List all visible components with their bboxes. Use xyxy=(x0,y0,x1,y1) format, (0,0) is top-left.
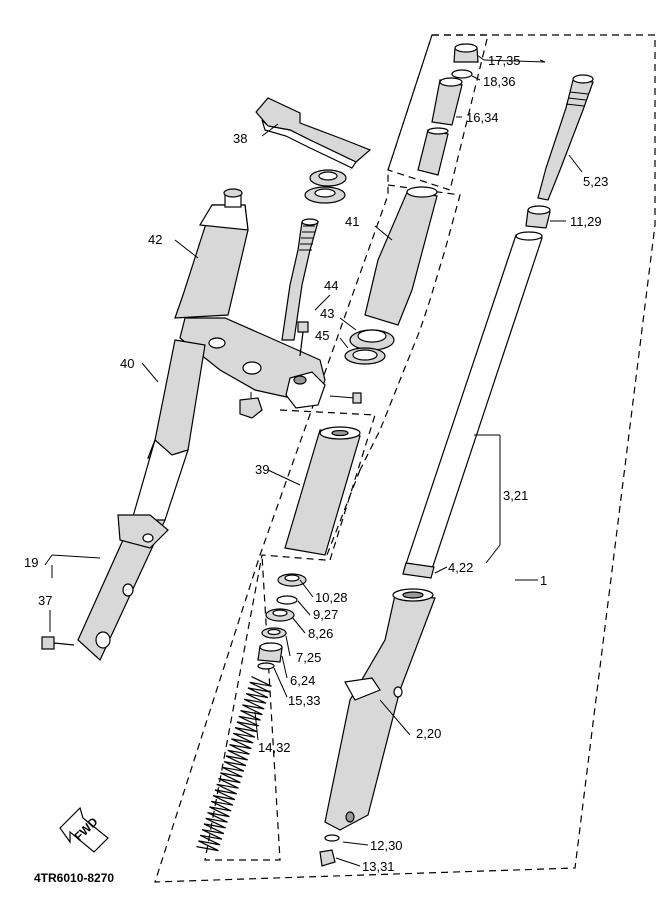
callout-44: 44 xyxy=(324,278,338,293)
group-boundary-cap-parts xyxy=(387,34,489,191)
part-10-dust-seal xyxy=(277,573,307,587)
part-16-spacer-lower xyxy=(417,127,449,176)
pinch-bolt-small xyxy=(329,392,362,404)
callout-40: 40 xyxy=(120,356,134,371)
steering-stem-bolt xyxy=(239,392,263,419)
part-2-outer-tube xyxy=(324,588,436,831)
callout-7-25: 7,25 xyxy=(296,650,321,665)
callout-2-20: 2,20 xyxy=(416,726,441,741)
part-45-washer xyxy=(344,347,386,365)
lower-bracket xyxy=(179,317,326,409)
part-18-o-ring xyxy=(451,69,473,79)
part-4-slide-bushing xyxy=(402,562,435,579)
callout-13-31: 13,31 xyxy=(362,859,395,874)
callout-17-35: 17,35 xyxy=(488,53,521,68)
part-38-bracket xyxy=(255,97,372,169)
callout-15-33: 15,33 xyxy=(288,693,321,708)
callout-14-32: 14,32 xyxy=(258,740,291,755)
part-7-washer xyxy=(261,627,287,639)
group-boundary-steering xyxy=(279,409,376,561)
part-41-cover xyxy=(364,186,438,326)
callout-16-34: 16,34 xyxy=(466,110,499,125)
bearing-race-upper xyxy=(304,169,347,204)
part-14-fork-spring xyxy=(196,676,272,852)
callout-1: 1 xyxy=(540,573,547,588)
part-3-inner-tube xyxy=(403,231,543,576)
callout-41: 41 xyxy=(345,214,359,229)
callout-12-30: 12,30 xyxy=(370,838,403,853)
callout-11-29: 11,29 xyxy=(570,214,602,229)
callout-10-28: 10,28 xyxy=(315,590,348,605)
callout-6-24: 6,24 xyxy=(290,673,315,688)
part-42-cover-left xyxy=(174,188,249,319)
callout-19: 19 xyxy=(24,555,38,570)
part-12-washer xyxy=(324,834,340,842)
part-8-oil-seal xyxy=(265,608,295,622)
group-boundary-upper-tube-dash xyxy=(359,184,461,471)
callout-45: 45 xyxy=(315,328,329,343)
group-boundary-inner-parts xyxy=(204,469,361,861)
part-15-ring xyxy=(257,662,275,670)
callout-5-23: 5,23 xyxy=(583,174,608,189)
part-9-clip xyxy=(276,595,298,605)
part-13-bolt xyxy=(319,849,336,867)
part-43-ring-nut xyxy=(349,329,395,351)
callout-38: 38 xyxy=(233,131,247,146)
part-44-bolt xyxy=(297,321,309,357)
callout-43: 43 xyxy=(320,306,334,321)
part-6-bushing xyxy=(257,642,283,663)
leader-lines xyxy=(44,54,583,867)
callout-8-26: 8,26 xyxy=(308,626,333,641)
part-5-damper-rod xyxy=(537,74,594,201)
callout-37: 37 xyxy=(38,593,52,608)
fwd-arrow-icon: FWD xyxy=(59,806,109,853)
group-boundary-fork-assembly xyxy=(154,34,656,883)
part-17-cap-bolt xyxy=(453,43,479,63)
callout-18-36: 18,36 xyxy=(483,74,516,89)
part-39-cover-tube xyxy=(284,426,361,556)
callout-9-27: 9,27 xyxy=(313,607,338,622)
callout-42: 42 xyxy=(148,232,162,247)
part-11-oil-lock-piece xyxy=(525,205,551,229)
callout-39: 39 xyxy=(255,462,269,477)
diagram-code: 4TR6010-8270 xyxy=(34,871,114,885)
steering-stem xyxy=(281,218,319,341)
part-40-fork-assembled-left xyxy=(77,339,206,661)
callout-3-21: 3,21 xyxy=(503,488,528,503)
part-16-spacer-upper xyxy=(431,77,463,126)
part-37-axle-bolt xyxy=(41,636,75,650)
callout-4-22: 4,22 xyxy=(448,560,473,575)
